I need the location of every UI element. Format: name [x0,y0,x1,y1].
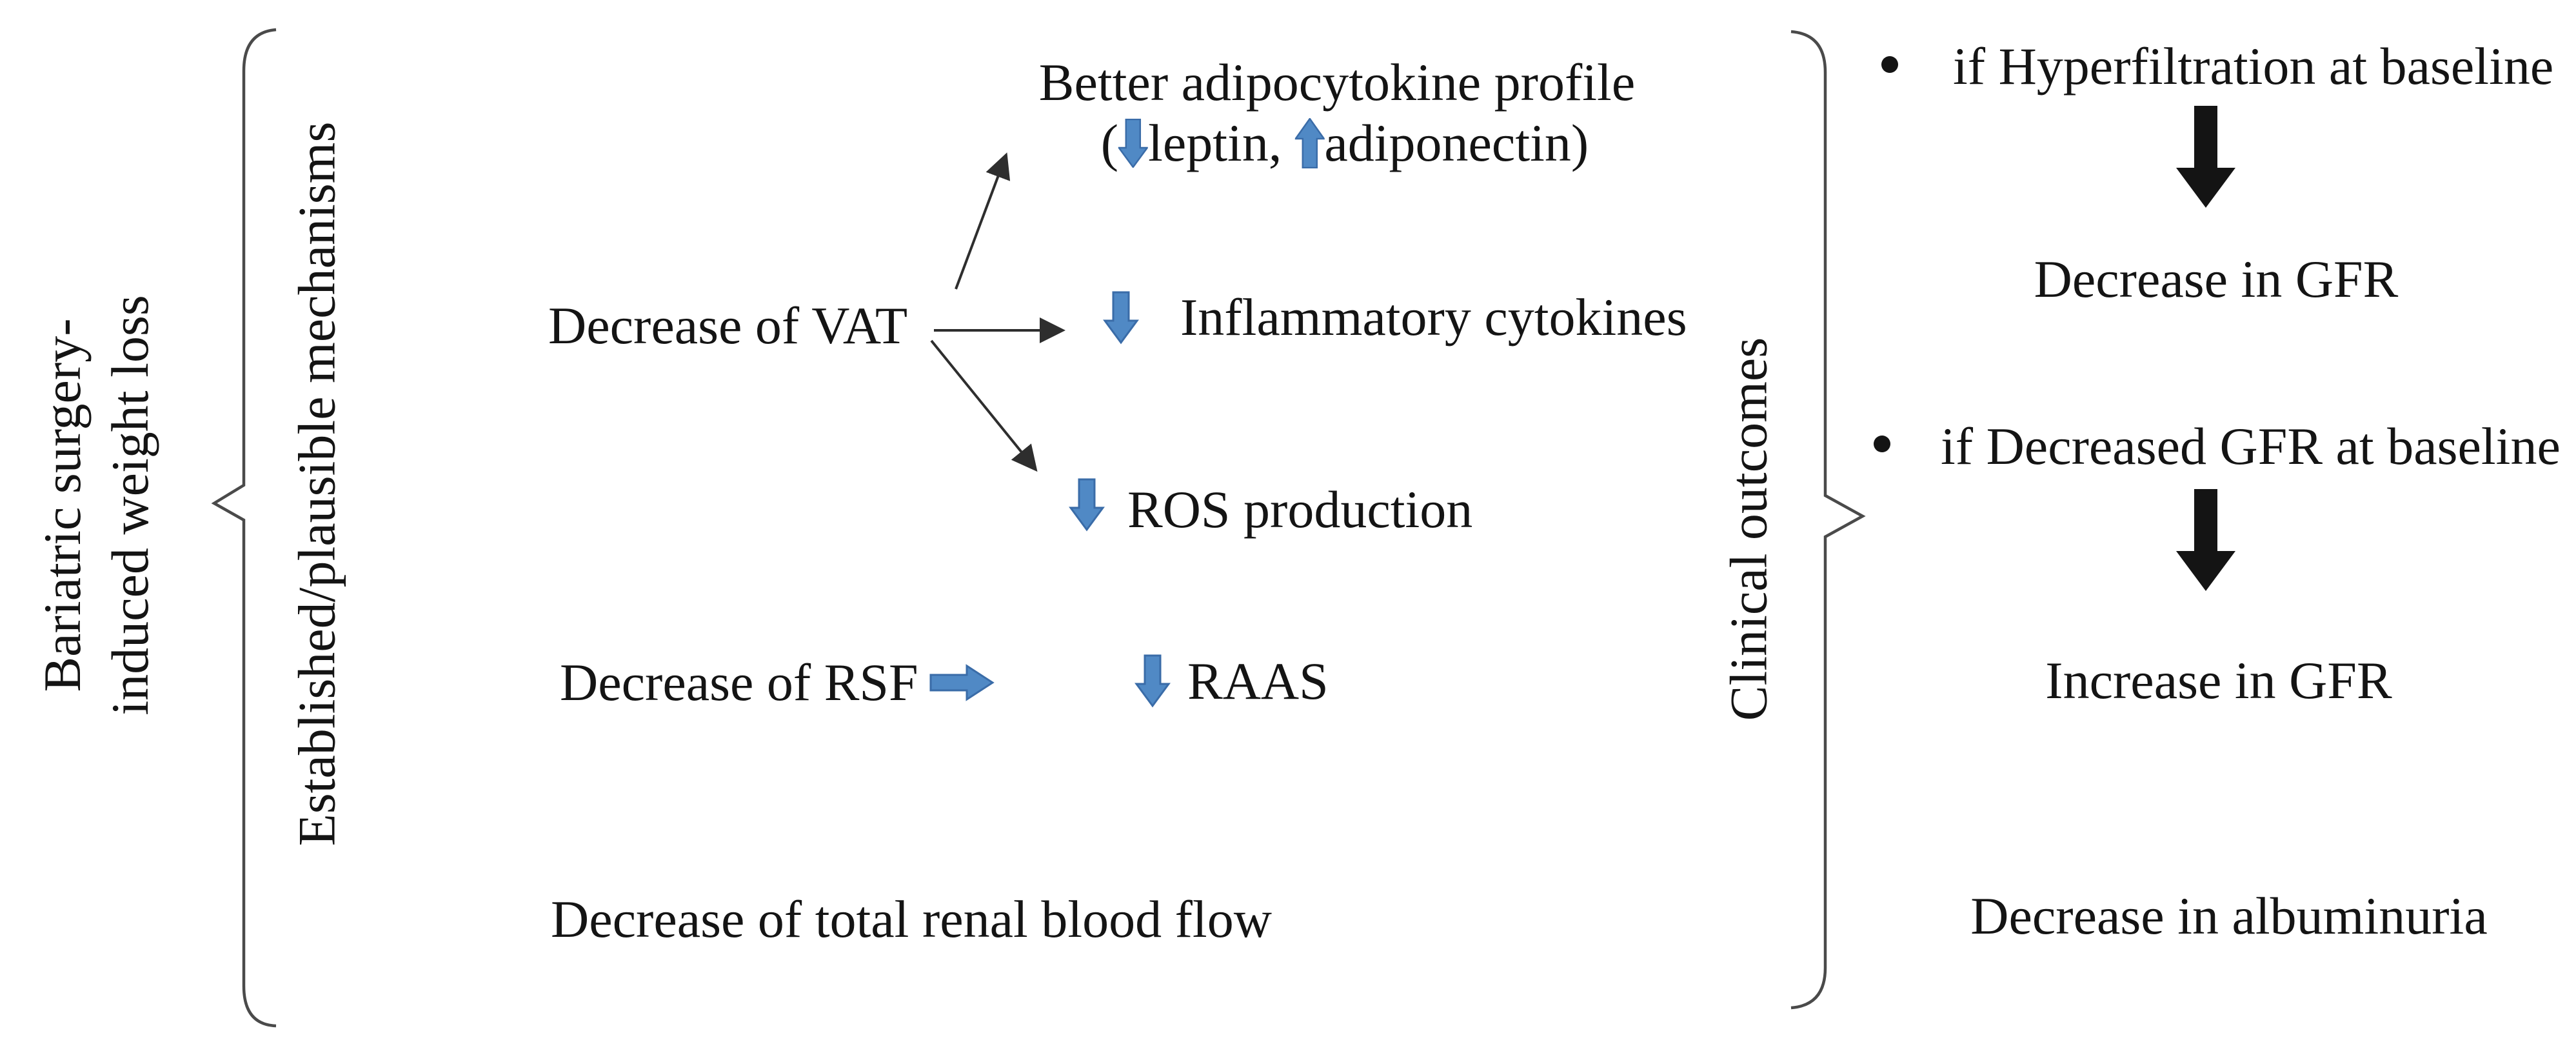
leptin-label: leptin, [1148,114,1282,172]
paren-open: ( [1100,114,1119,172]
renal-blood-flow-label: Decrease of total renal blood flow [551,889,1272,948]
albuminuria-label: Decrease in albuminuria [1970,886,2488,945]
bullet1-condition: if Hyperfiltration at baseline [1953,36,2554,95]
paren-close: ) [1570,114,1589,172]
bullet1-result: Decrease in GFR [2034,249,2399,308]
bullet2-condition: if Decreased GFR at baseline [1941,416,2561,476]
arrow-vat-to-ros-icon [930,339,1038,472]
raas-label: RAAS [1187,651,1329,710]
vat-label: Decrease of VAT [548,296,908,355]
bullet-dot-icon [1874,436,1890,452]
down-arrow-icon [1069,478,1105,532]
thick-down-arrow-icon [2176,489,2235,591]
weight-loss-label-line2: induced weight loss [101,295,159,716]
arrow-vat-to-adipocytokine-icon [955,152,1011,290]
adipocytokine-line1: Better adipocytokine profile [1038,52,1636,112]
right-arrow-icon [929,664,995,701]
rsf-label: Decrease of RSF [560,652,918,712]
weight-loss-label: Bariatric surgery- induced weight loss [29,295,164,715]
adipocytokine-line2: ( leptin, adiponectin ) [1101,113,1589,174]
up-arrow-icon [1294,118,1325,168]
down-arrow-icon [1103,291,1139,345]
adiponectin-label: adiponectin [1324,114,1571,172]
thick-down-arrow-icon [2176,106,2235,208]
bullet2-result: Increase in GFR [2045,650,2392,710]
inflammatory-label: Inflammatory cytokines [1180,287,1687,346]
mechanisms-label: Established/plausible mechanisms [287,121,346,847]
weight-loss-label-line1: Bariatric surgery- [33,318,92,692]
down-arrow-icon [1134,654,1171,708]
bullet-dot-icon [1881,56,1898,73]
right-brace [1790,30,1866,1010]
ros-label: ROS production [1127,479,1473,539]
clinical-outcomes-label: Clinical outcomes [1719,337,1778,721]
left-brace [211,28,277,1028]
down-arrow-icon [1118,119,1149,168]
